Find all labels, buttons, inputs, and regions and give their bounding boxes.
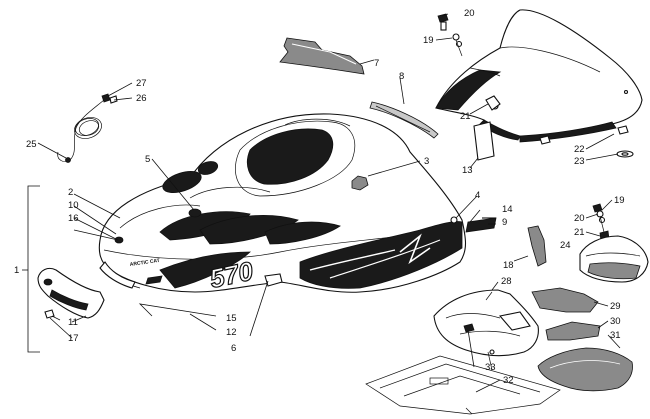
callout-2: 2 — [68, 187, 73, 198]
part-25-27-wire-harness — [57, 93, 118, 163]
part-11-side-trim — [37, 267, 105, 321]
callout-11: 11 — [68, 317, 78, 328]
hood: 570 ARCTIC CAT — [98, 113, 467, 294]
group-bracket — [27, 185, 40, 353]
part-28-belly-pan — [433, 289, 539, 357]
callout-7: 7 — [374, 58, 379, 69]
callout-29: 29 — [610, 301, 621, 312]
callout-25: 25 — [26, 139, 37, 150]
part-9-14-decals — [465, 217, 497, 233]
part-8-trim-strip — [369, 101, 439, 139]
callout-21-top: 21 — [460, 111, 471, 122]
callout-23: 23 — [574, 156, 585, 167]
part-18-bracket — [527, 225, 547, 267]
callout-22: 22 — [574, 144, 585, 155]
part-29-pad — [531, 287, 599, 313]
callout-19-top: 19 — [423, 35, 434, 46]
part-21-mount-top — [485, 95, 501, 111]
part-19-21-fasteners-right — [592, 203, 610, 242]
callout-1: 1 — [14, 265, 19, 276]
callout-33: 33 — [485, 362, 496, 373]
callout-31: 31 — [610, 330, 621, 341]
callout-30: 30 — [610, 316, 621, 327]
callout-15: 15 — [226, 313, 237, 324]
windshield — [435, 9, 643, 145]
part-7-decal — [279, 37, 365, 75]
leader-lines — [22, 13, 621, 393]
callout-16: 16 — [68, 213, 79, 224]
callout-12: 12 — [226, 327, 237, 338]
callout-3: 3 — [424, 156, 429, 167]
callout-20-right: 20 — [574, 213, 585, 224]
callout-17: 17 — [68, 333, 79, 344]
callout-labels: 1 2 3 4 5 6 7 8 9 10 11 12 13 14 15 16 1… — [14, 8, 625, 386]
callout-32: 32 — [503, 375, 514, 386]
part-31-pad — [537, 347, 633, 392]
callout-13: 13 — [462, 165, 473, 176]
part-24-side-panel — [579, 235, 649, 283]
part-30-pad — [545, 321, 601, 341]
brand-decal: ARCTIC CAT — [129, 258, 160, 268]
callout-14: 14 — [502, 204, 513, 215]
callout-10: 10 — [68, 200, 79, 211]
callout-28: 28 — [501, 276, 512, 287]
callout-5: 5 — [145, 154, 150, 165]
part-19-20-fasteners-top — [437, 13, 463, 57]
callout-19-right: 19 — [614, 195, 625, 206]
part-22-23-washers — [616, 150, 634, 158]
callout-21-right: 21 — [574, 227, 585, 238]
part-13-plate — [473, 121, 495, 161]
callout-24: 24 — [560, 240, 571, 251]
callout-18: 18 — [503, 260, 514, 271]
callout-4: 4 — [475, 190, 480, 201]
callout-20-top: 20 — [464, 8, 475, 19]
callout-9: 9 — [502, 217, 507, 228]
callout-8: 8 — [399, 71, 404, 82]
callout-6: 6 — [231, 343, 236, 354]
part-32-skid-plate — [365, 349, 561, 415]
callout-27: 27 — [136, 78, 147, 89]
callout-26: 26 — [136, 93, 147, 104]
